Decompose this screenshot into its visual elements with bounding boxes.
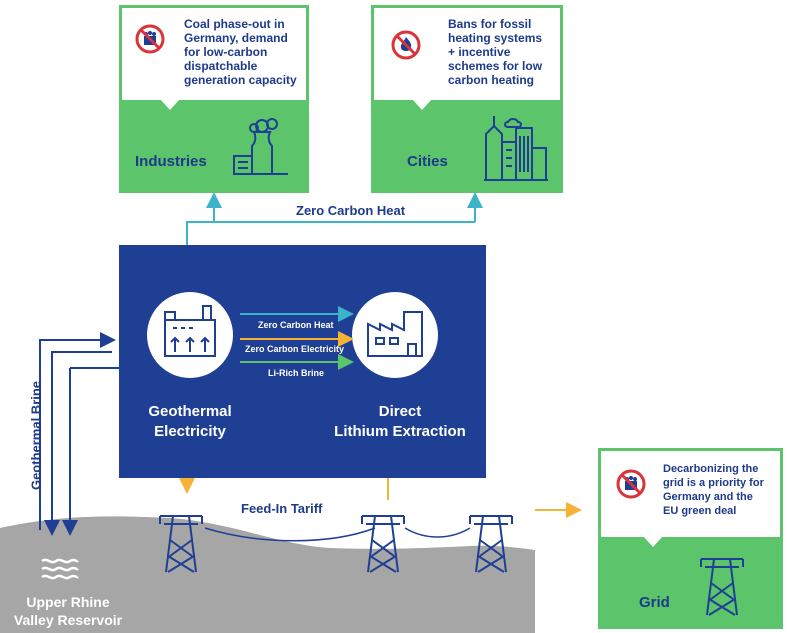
flow-heat-label: Zero Carbon Heat bbox=[258, 320, 334, 330]
flow-electricity-label: Zero Carbon Electricity bbox=[245, 344, 345, 354]
factory-icon bbox=[233, 118, 288, 175]
lithium-plant-icon bbox=[352, 292, 438, 378]
industries-caption: Coal phase-out in Germany, demand for lo… bbox=[184, 17, 297, 87]
direct-lithium-extraction-label: Direct Lithium Extraction bbox=[334, 403, 466, 440]
cable-2 bbox=[404, 527, 471, 538]
industries-label: Industries bbox=[135, 153, 207, 170]
transmission-tower-icon bbox=[159, 515, 203, 573]
cable-1 bbox=[204, 527, 376, 542]
geothermal-electricity-label: Geothermal Electricity bbox=[148, 403, 232, 440]
feed-in-tariff-label: Feed-In Tariff bbox=[241, 501, 323, 516]
city-buildings-icon bbox=[484, 116, 548, 181]
no-coal-icon bbox=[135, 24, 165, 54]
brine-up-line bbox=[39, 332, 116, 530]
reservoir-label: Upper Rhine Valley Reservoir bbox=[13, 594, 123, 628]
power-plant-icon bbox=[147, 292, 233, 378]
ground-terrain bbox=[0, 516, 535, 633]
grid-card: Decarbonizing the grid is a priority for… bbox=[598, 448, 783, 629]
transmission-tower-icon bbox=[469, 515, 513, 573]
zero-carbon-heat-label: Zero Carbon Heat bbox=[296, 203, 406, 218]
transmission-tower-icon bbox=[361, 515, 405, 573]
heat-distribution-line bbox=[186, 221, 475, 245]
bubble-tail bbox=[412, 99, 432, 110]
water-waves-icon bbox=[41, 558, 79, 580]
industries-speech-bubble bbox=[122, 8, 306, 100]
bubble-tail bbox=[643, 536, 663, 547]
grid-label: Grid bbox=[639, 594, 670, 611]
cities-card: Bans for fossil heating systems + incent… bbox=[371, 5, 563, 193]
cities-label: Cities bbox=[407, 153, 448, 170]
no-coal-icon bbox=[616, 469, 646, 499]
industries-card: Coal phase-out in Germany, demand for lo… bbox=[119, 5, 309, 193]
brine-down-line bbox=[44, 351, 112, 536]
no-fire-icon bbox=[391, 30, 421, 60]
cities-caption: Bans for fossil heating systems + incent… bbox=[448, 17, 543, 87]
bubble-tail bbox=[160, 99, 180, 110]
geothermal-brine-label: Geothermal Brine bbox=[28, 380, 44, 491]
flow-brine-label: Li-Rich Brine bbox=[268, 368, 325, 378]
transmission-tower-icon bbox=[700, 558, 744, 616]
grid-caption: Decarbonizing the grid is a priority for… bbox=[663, 463, 764, 517]
